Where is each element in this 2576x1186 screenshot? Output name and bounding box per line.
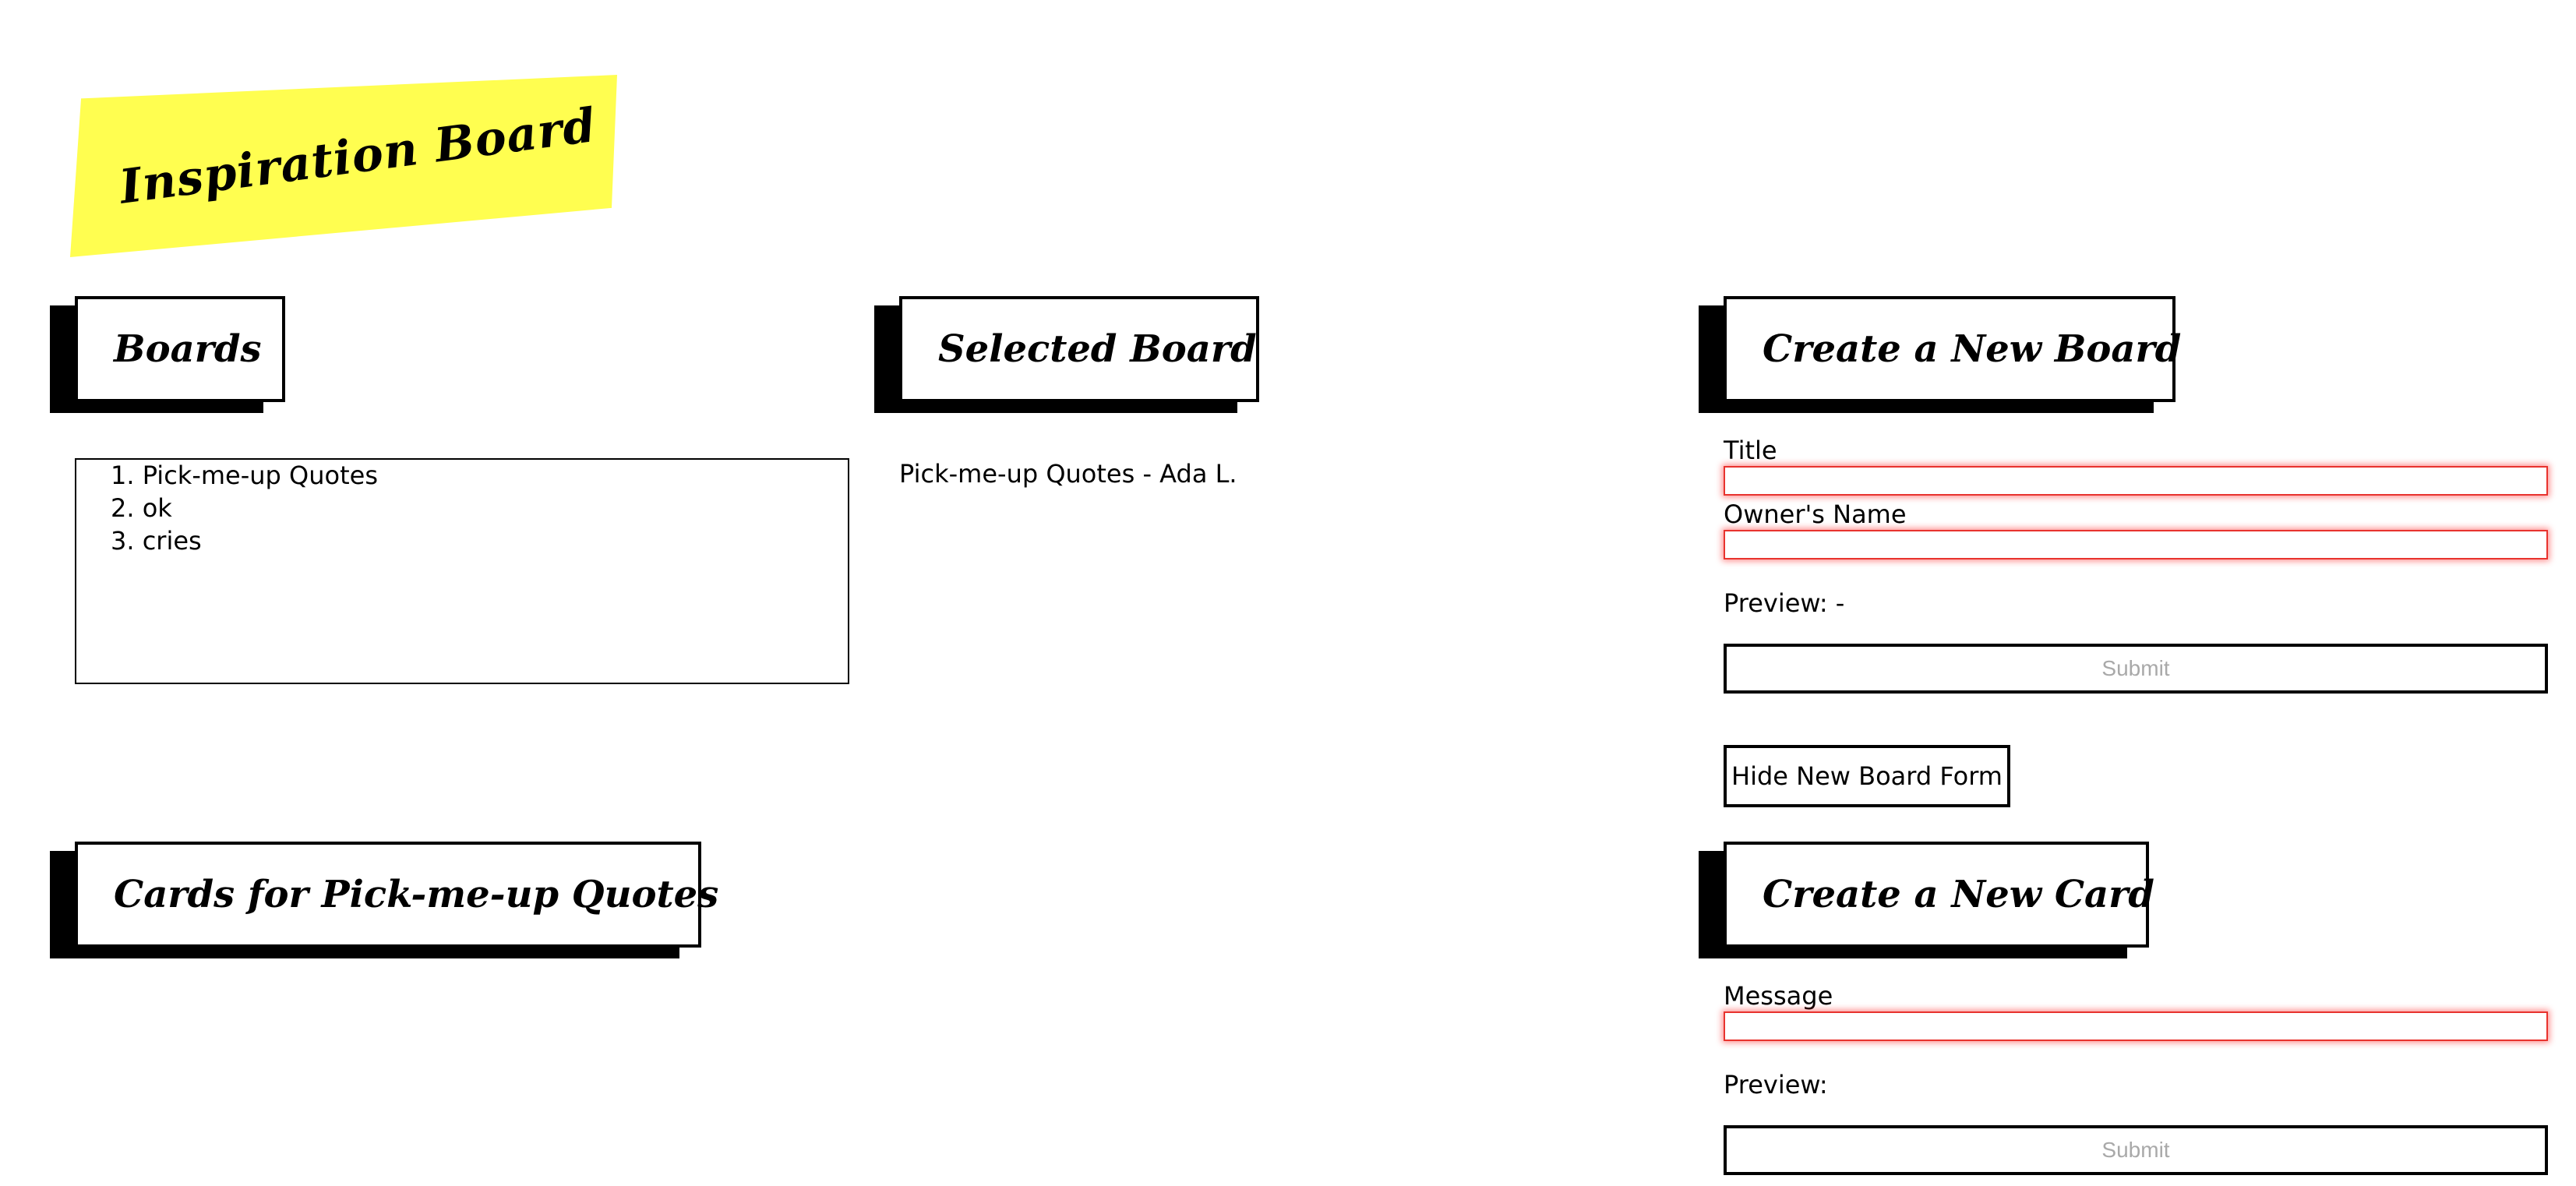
owner-name-input[interactable] xyxy=(1724,530,2548,559)
board-item[interactable]: 1. Pick-me-up Quotes xyxy=(111,461,378,490)
submit-card-button[interactable]: Submit xyxy=(1724,1125,2548,1175)
app-banner: Inspiration Board xyxy=(70,75,617,257)
new-card-header: Create a New Card xyxy=(1699,842,2154,958)
new-card-heading: Create a New Card xyxy=(1724,842,2154,948)
owner-name-label: Owner's Name xyxy=(1724,499,1907,529)
title-input[interactable] xyxy=(1724,466,2548,496)
message-label: Message xyxy=(1724,981,1833,1011)
card-preview: Preview: xyxy=(1724,1070,1828,1100)
new-board-header: Create a New Board xyxy=(1699,296,2181,413)
boards-header: Boards xyxy=(50,296,285,413)
boards-heading: Boards xyxy=(75,296,285,402)
cards-header: Cards for Pick-me-up Quotes xyxy=(50,842,718,958)
selected-board-value: Pick-me-up Quotes - Ada L. xyxy=(899,459,1237,489)
selected-board-header: Selected Board xyxy=(874,296,1259,413)
title-label: Title xyxy=(1724,436,1777,465)
boards-list: 1. Pick-me-up Quotes 2. ok 3. cries xyxy=(75,458,849,684)
hide-new-board-form-button[interactable]: Hide New Board Form xyxy=(1724,745,2010,807)
new-board-heading: Create a New Board xyxy=(1724,296,2181,402)
board-preview: Preview: - xyxy=(1724,588,1845,618)
submit-board-button[interactable]: Submit xyxy=(1724,644,2548,694)
selected-board-heading: Selected Board xyxy=(899,296,1259,402)
message-input[interactable] xyxy=(1724,1011,2548,1041)
board-item[interactable]: 3. cries xyxy=(111,526,202,556)
board-item[interactable]: 2. ok xyxy=(111,493,172,523)
cards-heading: Cards for Pick-me-up Quotes xyxy=(75,842,718,948)
